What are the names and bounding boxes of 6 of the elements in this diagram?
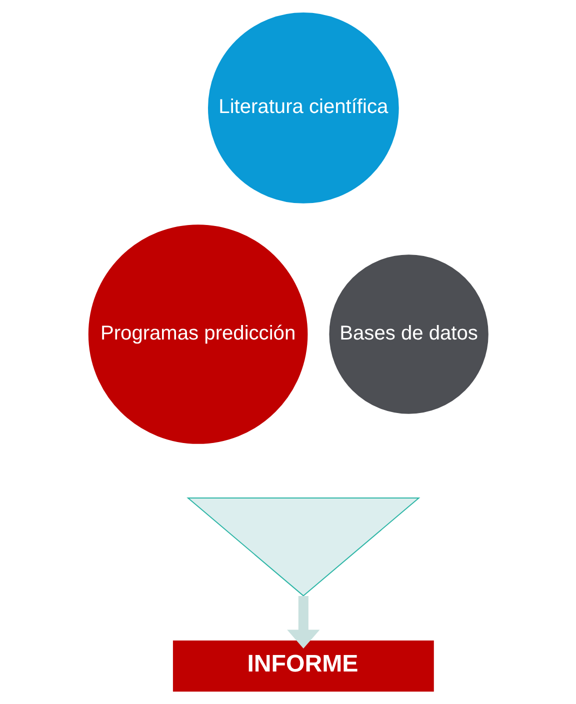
node-circle: Bases de datos xyxy=(328,254,488,414)
node-box: INFORME xyxy=(172,640,434,692)
node-circle: Literatura científica xyxy=(207,12,398,204)
arrow xyxy=(286,596,320,648)
node-circle: Programas predicción xyxy=(88,224,308,444)
node-funnel xyxy=(186,497,420,596)
